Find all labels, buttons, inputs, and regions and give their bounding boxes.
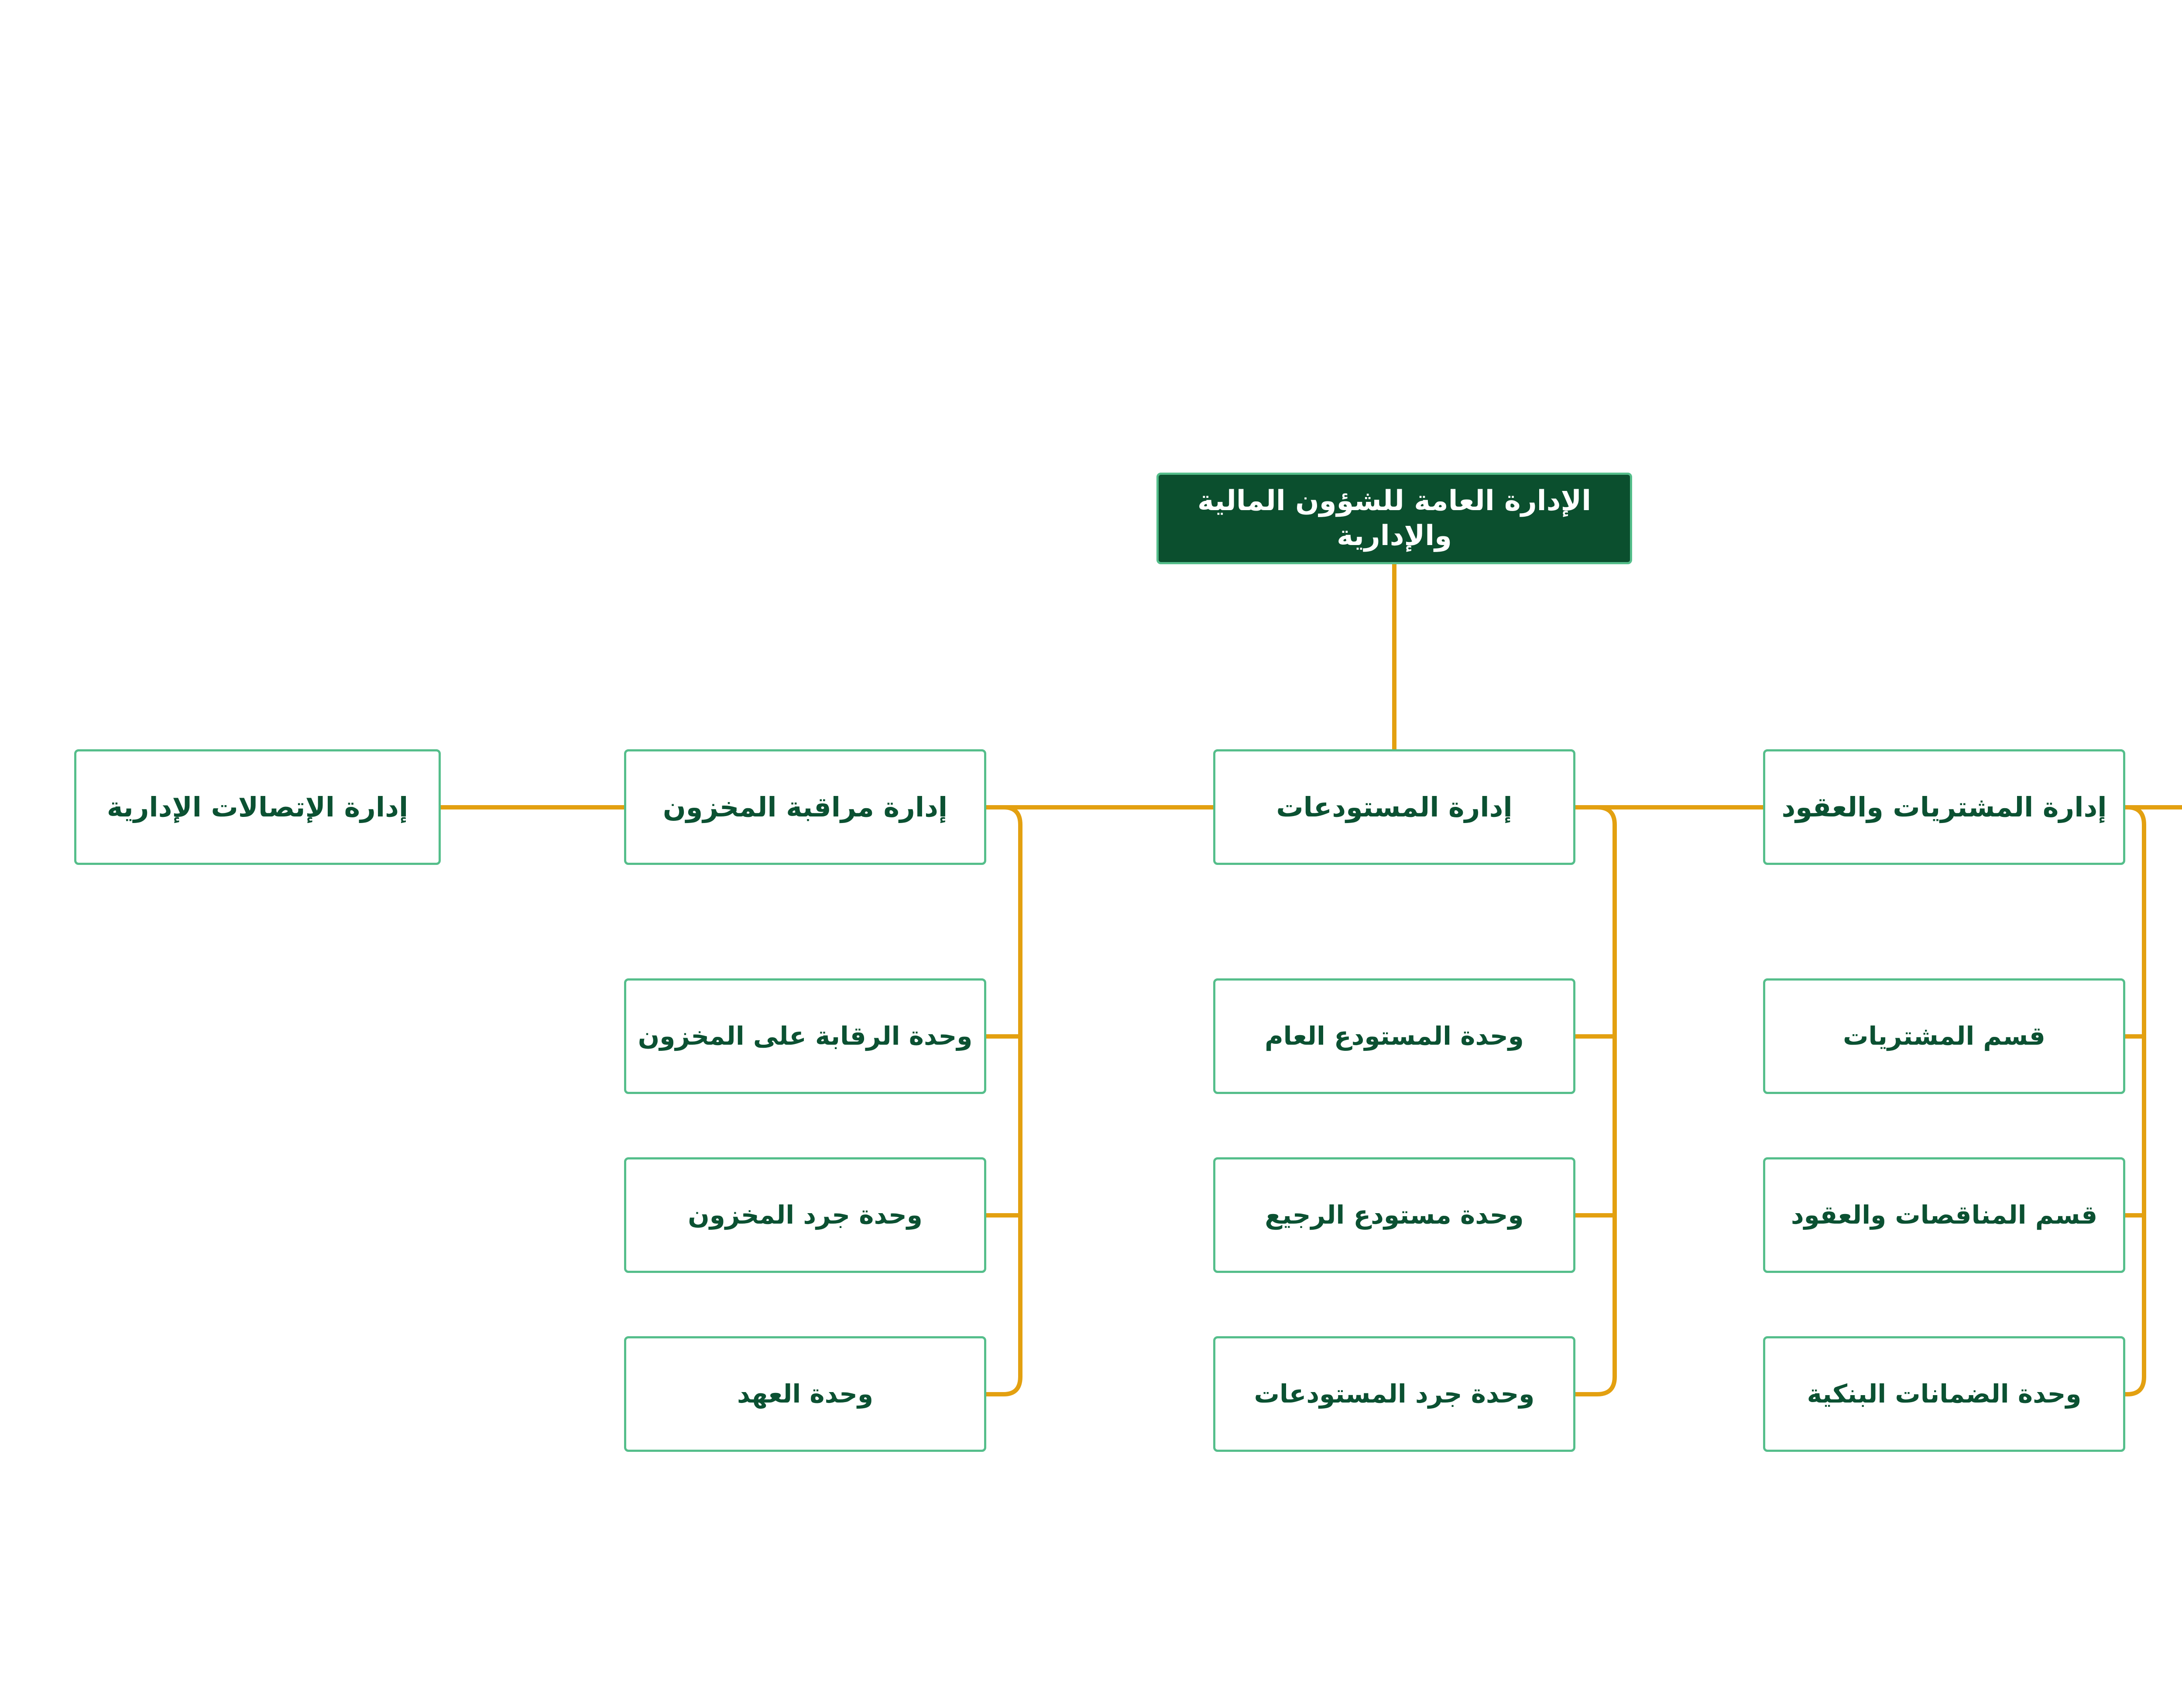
node-inventory-control[interactable]: إدارة مراقبة المخزون xyxy=(624,749,986,865)
node-inventory-child-2[interactable]: وحدة جرد المخزون xyxy=(624,1157,986,1273)
node-procurement-child-3-label: وحدة الضمانات البنكية xyxy=(1807,1379,2082,1409)
node-inventory-child-3-label: وحدة العهد xyxy=(737,1379,873,1409)
node-procurement-contracts-label: إدارة المشتريات والعقود xyxy=(1781,791,2107,823)
node-warehouses-child-3-label: وحدة جرد المستودعات xyxy=(1254,1379,1535,1409)
node-root-label: الإدارة العامة للشؤون المالية والإدارية xyxy=(1197,485,1592,552)
node-warehouses-child-1[interactable]: وحدة المستودع العام xyxy=(1213,978,1575,1094)
node-inventory-child-1-label: وحدة الرقابة على المخزون xyxy=(638,1021,973,1051)
node-warehouses-child-1-label: وحدة المستودع العام xyxy=(1265,1021,1524,1051)
node-administrative-communications-label: إدارة الإتصالات الإدارية xyxy=(106,791,408,823)
node-warehouses-child-2-label: وحدة مستودع الرجيع xyxy=(1265,1200,1524,1230)
connector-warehouses-trunk xyxy=(1575,805,1617,1396)
node-warehouses-label: إدارة المستودعات xyxy=(1276,791,1513,823)
node-procurement-child-1-label: قسم المشتريات xyxy=(1843,1021,2045,1051)
node-procurement-child-2[interactable]: قسم المناقصات والعقود xyxy=(1763,1157,2125,1273)
node-root[interactable]: الإدارة العامة للشؤون المالية والإدارية xyxy=(1156,473,1632,564)
node-administrative-communications[interactable]: إدارة الإتصالات الإدارية xyxy=(74,749,441,865)
connector-inventory-trunk xyxy=(986,805,1022,1396)
connector-procurement-trunk xyxy=(2125,805,2146,1396)
node-warehouses-child-3[interactable]: وحدة جرد المستودعات xyxy=(1213,1336,1575,1452)
node-procurement-child-3[interactable]: وحدة الضمانات البنكية xyxy=(1763,1336,2125,1452)
node-warehouses-child-2[interactable]: وحدة مستودع الرجيع xyxy=(1213,1157,1575,1273)
node-procurement-child-2-label: قسم المناقصات والعقود xyxy=(1791,1200,2098,1230)
node-inventory-child-2-label: وحدة جرد المخزون xyxy=(688,1200,923,1230)
node-inventory-control-label: إدارة مراقبة المخزون xyxy=(662,791,948,823)
node-procurement-contracts[interactable]: إدارة المشتريات والعقود xyxy=(1763,749,2125,865)
node-inventory-child-1[interactable]: وحدة الرقابة على المخزون xyxy=(624,978,986,1094)
node-inventory-child-3[interactable]: وحدة العهد xyxy=(624,1336,986,1452)
node-procurement-child-1[interactable]: قسم المشتريات xyxy=(1763,978,2125,1094)
node-warehouses[interactable]: إدارة المستودعات xyxy=(1213,749,1575,865)
